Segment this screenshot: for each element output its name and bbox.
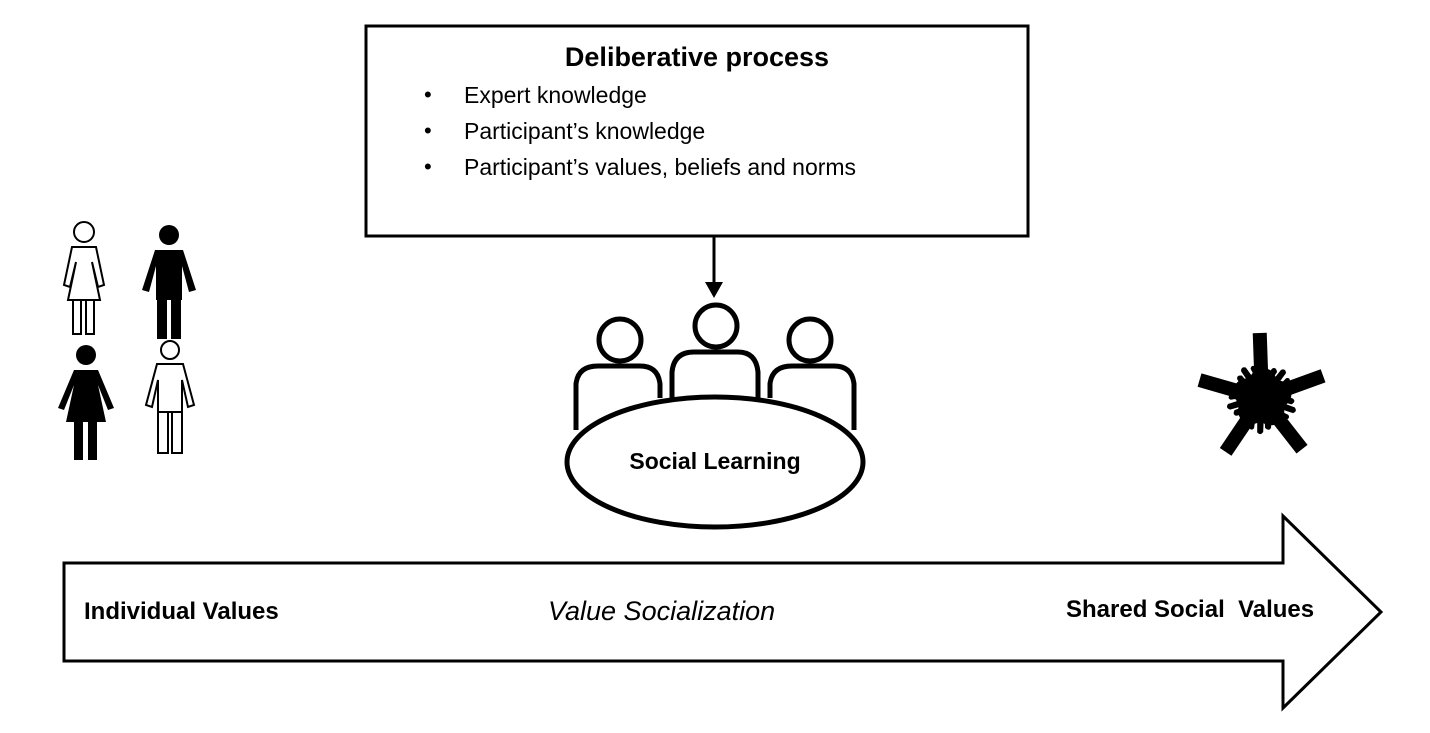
woman-outline-icon	[62, 221, 106, 335]
down-arrow	[705, 237, 723, 298]
list-item-label: Participant’s knowledge	[464, 118, 706, 144]
bullet-icon: •	[424, 154, 432, 179]
individual-values-label: Individual Values	[84, 598, 279, 625]
value-flow-arrow	[62, 512, 1384, 712]
deliberative-process-box	[364, 24, 1030, 238]
list-item-label: Participant’s values, beliefs and norms	[464, 154, 857, 180]
woman-solid-icon	[58, 345, 114, 460]
value-socialization-label: Value Socialization	[548, 596, 776, 626]
deliberative-process-title: Deliberative process	[564, 42, 830, 72]
social-learning-label: Social Learning	[629, 448, 801, 474]
man-outline-icon	[144, 340, 196, 454]
bullet-icon: •	[424, 118, 432, 143]
shared-social-values-label: Shared Social Values	[1066, 596, 1315, 623]
man-solid-icon	[142, 225, 196, 339]
people-group-icon	[58, 221, 196, 460]
bullet-icon: •	[424, 82, 432, 107]
joined-hands-icon	[1197, 332, 1326, 456]
meeting-table-icon	[564, 302, 866, 530]
list-item-label: Expert knowledge	[464, 82, 647, 108]
